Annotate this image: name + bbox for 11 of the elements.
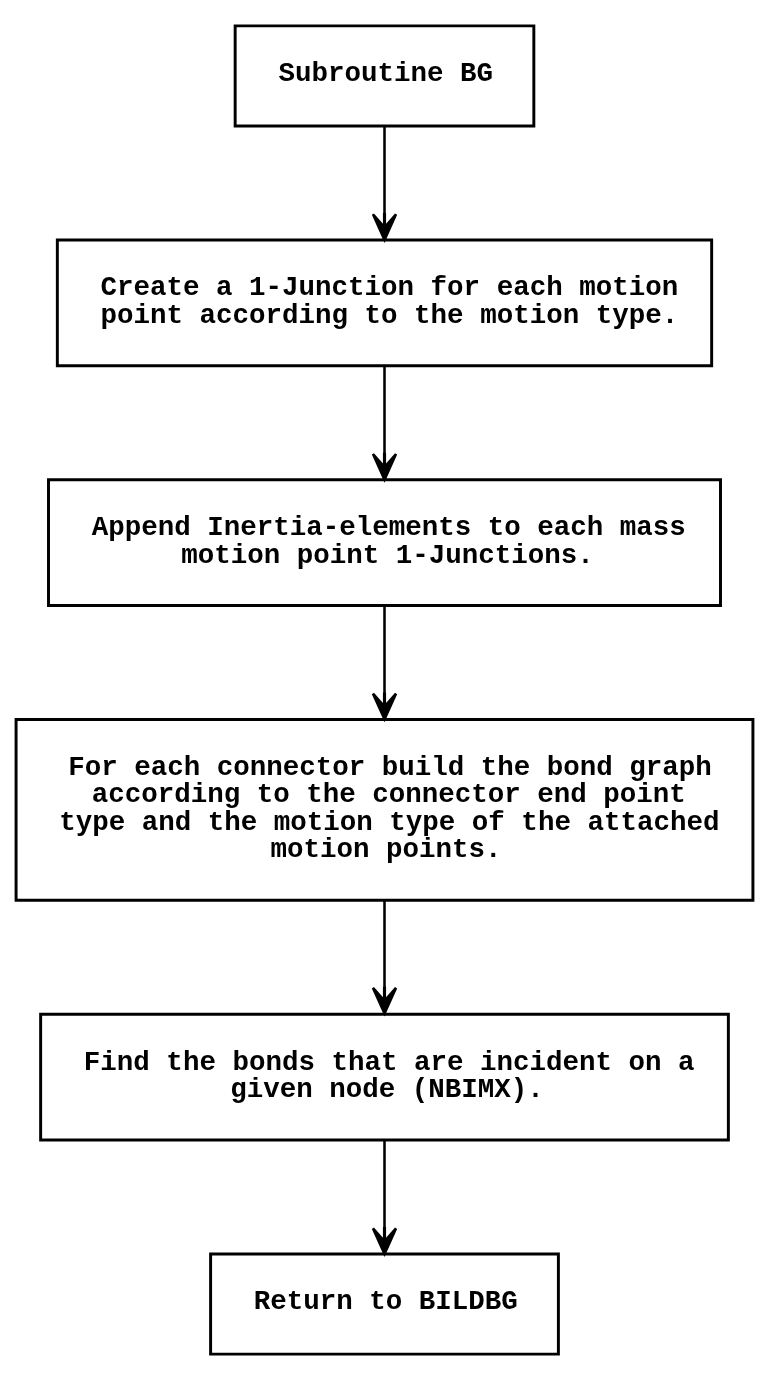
arrow	[371, 1139, 398, 1255]
arrow	[371, 125, 398, 241]
arrow	[371, 605, 398, 720]
node-box: Return to BILDBG	[209, 1251, 560, 1356]
arrow	[371, 365, 398, 481]
node-box: Append Inertia-elements to each mass motion point 1-Junctions.	[47, 477, 722, 607]
node-box: For each connector build the bond graph according to the connector end point type and the motion type of the attached motion points.	[14, 717, 755, 902]
node-box: Create a 1-Junction for each motion point according to the motion type.	[55, 238, 714, 367]
node-box: Subroutine BG	[233, 23, 536, 128]
arrow	[371, 900, 398, 1015]
node-box: Find the bonds that are incident on a given node (NBIMX).	[39, 1012, 730, 1141]
